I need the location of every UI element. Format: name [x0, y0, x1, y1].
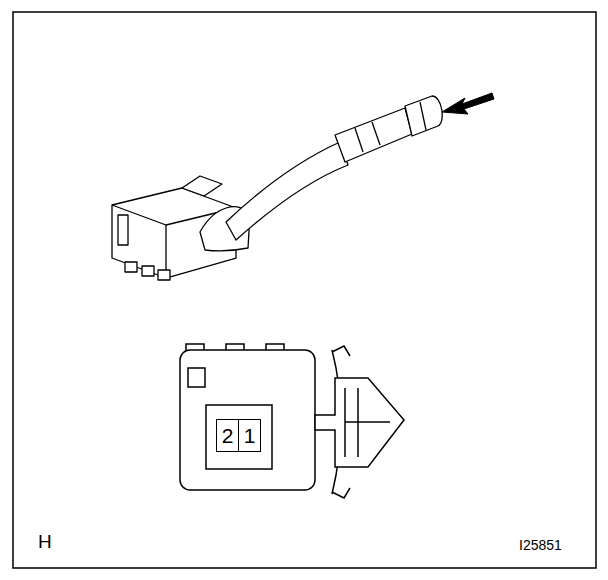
pin-number: 2: [222, 425, 234, 446]
view-letter: H: [38, 532, 52, 551]
pin-box: 1: [238, 419, 261, 452]
figure-code: I25851: [519, 538, 562, 552]
combination-switch: [112, 96, 442, 280]
pin-number: 1: [244, 425, 256, 446]
frame: [13, 12, 596, 568]
connector-face: [180, 344, 404, 498]
pin-box: 2: [216, 419, 239, 452]
direction-arrow: [442, 93, 494, 114]
